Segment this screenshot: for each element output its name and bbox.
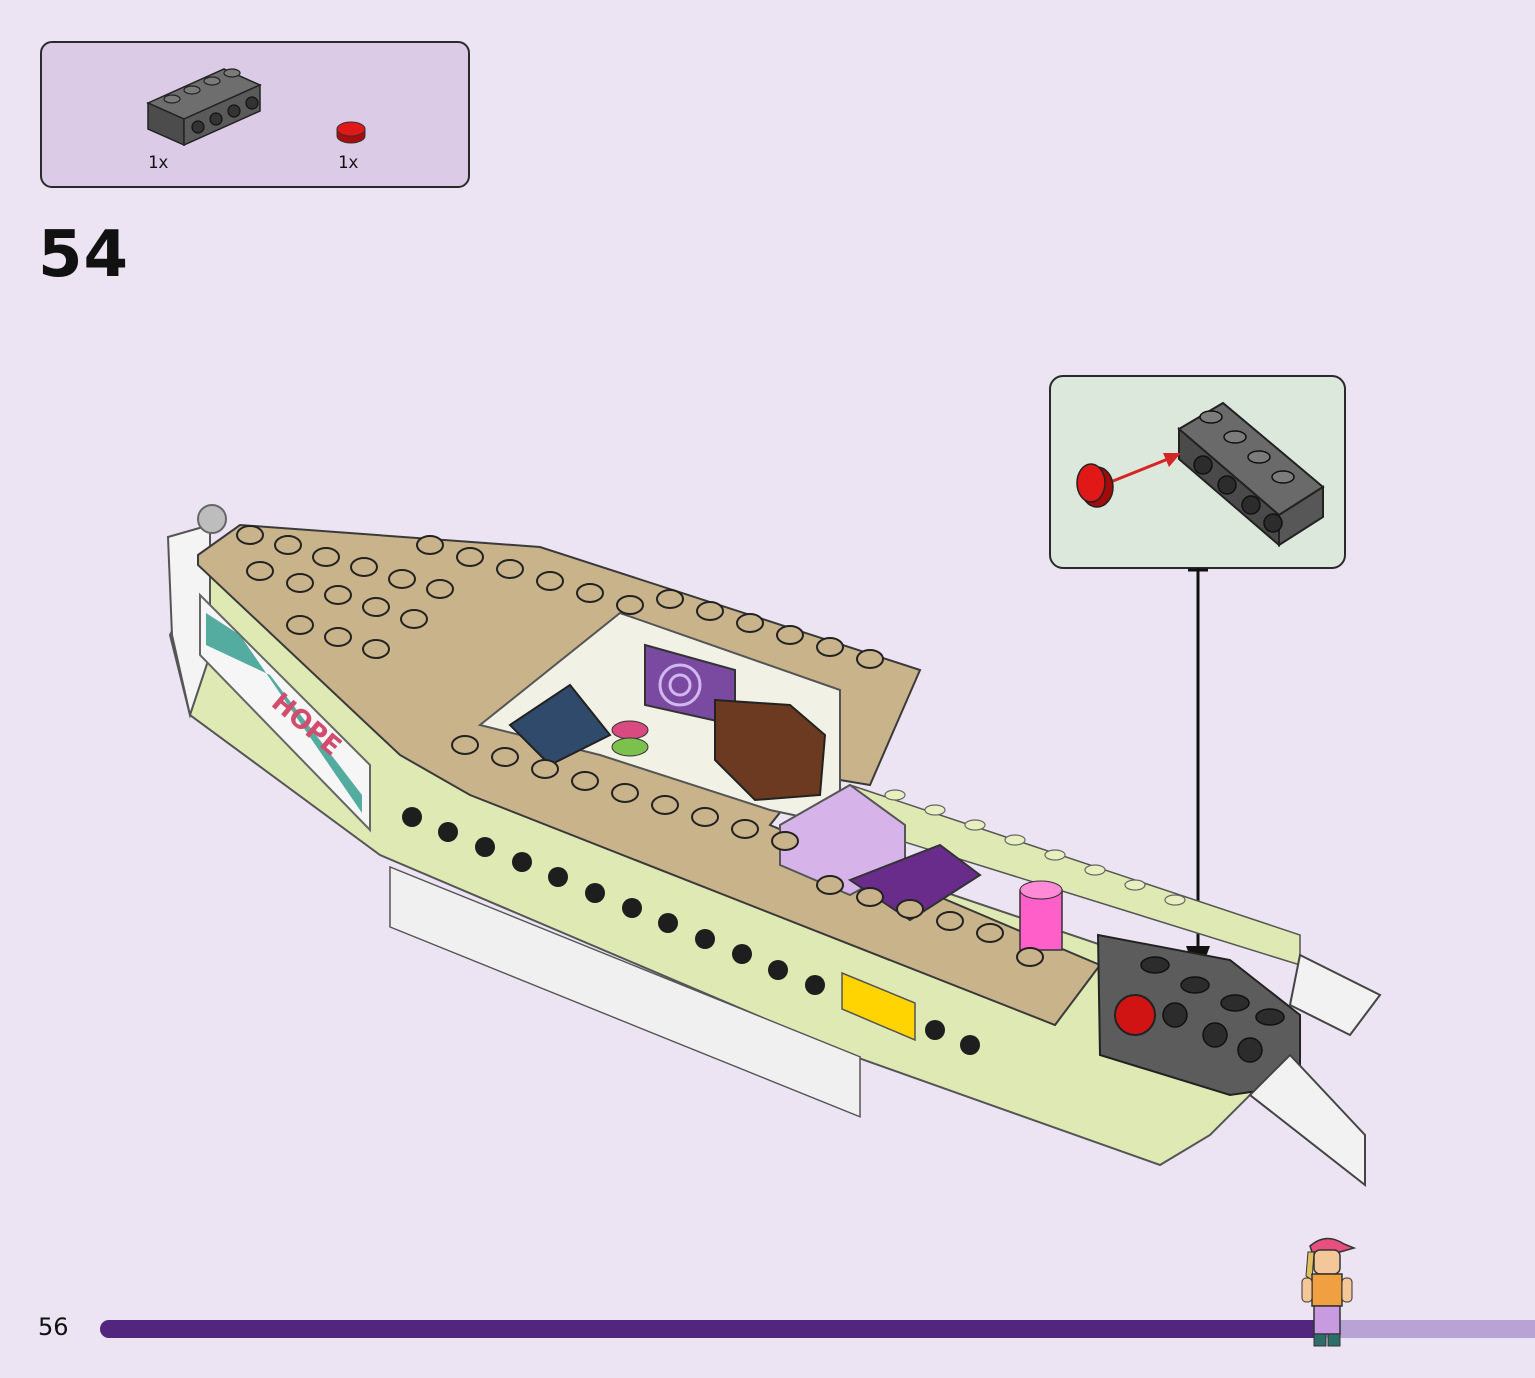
progress-bar-fill — [100, 1320, 1327, 1338]
parts-list-box: 1x 1x — [40, 41, 470, 188]
step-number: 54 — [38, 218, 130, 292]
minifigure-progress-marker — [1301, 1237, 1357, 1347]
part-quantity: 1x — [338, 153, 359, 173]
page-number: 56 — [38, 1313, 69, 1341]
red-round-plate-icon — [336, 121, 366, 144]
assembly-detail-illustration — [1076, 401, 1325, 548]
callout-box — [1049, 375, 1346, 569]
progress-bar-track — [100, 1320, 1535, 1338]
boat-model-illustration: HOPE — [166, 504, 1382, 1188]
dark-grey-brick-icon — [146, 68, 262, 147]
part-quantity: 1x — [148, 153, 169, 173]
